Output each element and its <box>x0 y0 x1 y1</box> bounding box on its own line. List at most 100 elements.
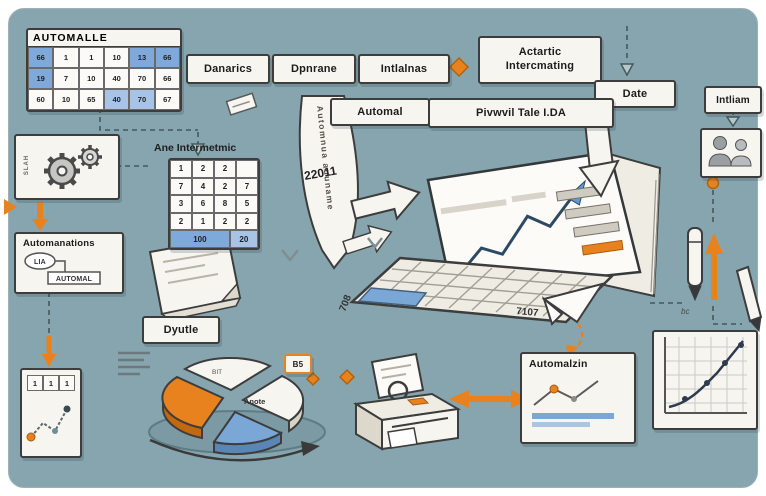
cell: 19 <box>28 68 54 89</box>
cell: 7 <box>170 177 192 196</box>
folded-paper <box>148 236 242 321</box>
cell <box>236 160 258 178</box>
laptop-right-number: 7107 <box>516 306 540 319</box>
ribbon-banner: Automnua auuname 22011 <box>298 95 359 270</box>
ribbon-number: 22011 <box>303 163 338 183</box>
automations-panel: Automanations LIA AUTOMAL <box>14 232 124 294</box>
cell: 10 <box>78 68 104 89</box>
pie-label-bit: BIT <box>212 369 222 376</box>
cell: 2 <box>214 212 236 231</box>
cell: 1 <box>43 375 59 391</box>
pie-wedge-orange <box>161 375 225 430</box>
label-box-dyutle: Dyutle <box>142 316 220 344</box>
pie-label-anote: Anote <box>244 397 265 406</box>
label-text: Intlalnas <box>380 63 428 75</box>
label-text: Dpnrane <box>290 63 338 75</box>
cell: 65 <box>78 89 104 110</box>
cell: 4 <box>192 177 214 196</box>
pivot-title-banner: Pivwvil Tale I.DA <box>428 98 614 128</box>
orange-diamond-icons <box>305 56 470 387</box>
screen-line-chart <box>460 194 575 273</box>
total-cell: 100 <box>170 230 230 248</box>
label-box-danarics: Danarics <box>186 54 270 84</box>
cell: 2 <box>192 160 214 178</box>
growth-chart-card <box>652 330 758 430</box>
stylus-pen-icon <box>687 227 703 302</box>
cell: 1 <box>170 160 192 178</box>
pie-curved-arrow <box>149 438 311 462</box>
label-text: Danarics <box>203 63 253 75</box>
flow-oval-label: LIA <box>34 259 46 266</box>
pie-wedge-top <box>182 356 273 392</box>
paper-plane-icon <box>541 282 605 326</box>
gears-panel: SLAH <box>14 134 120 200</box>
cell: 1 <box>53 47 79 68</box>
cell: 10 <box>53 89 79 110</box>
pie-curved-arrowhead <box>301 441 320 456</box>
spreadsheet-title: AUTOMALLE <box>28 30 180 47</box>
label-text: Date <box>622 88 648 100</box>
spreadsheet-panel: AUTOMALLE 66 1 1 10 13 66 19 7 10 40 70 … <box>26 28 182 112</box>
cell: 66 <box>154 68 180 89</box>
cell: 7 <box>53 68 79 89</box>
cell: 6 <box>192 195 214 213</box>
label-box-automal: Automal <box>330 98 430 126</box>
label-text: B5 <box>292 359 304 369</box>
cell: 2 <box>236 212 258 231</box>
automalzin-title: Automalzin <box>529 358 588 370</box>
flow-rect-label: AUTOMAL <box>56 276 93 283</box>
tag-icon <box>225 92 258 116</box>
orange-arrow-icons <box>4 199 723 408</box>
growth-chart <box>664 337 747 414</box>
label-text: Intercmating <box>505 60 575 72</box>
label-box-dpnrane: Dpnrane <box>272 54 356 84</box>
cell: 2 <box>214 160 236 178</box>
laptop-screen <box>426 150 642 294</box>
cell: 5 <box>236 195 258 213</box>
cell: 70 <box>129 89 155 110</box>
pie-wedge-blue <box>212 410 284 446</box>
cell: 7 <box>236 177 258 196</box>
total-cell: 20 <box>229 230 258 248</box>
cell: 3 <box>170 195 192 213</box>
tally-panel: 1 1 1 <box>20 368 82 458</box>
flow-block-arrow-icons <box>342 180 421 255</box>
gray-arrowhead-icons <box>190 63 741 157</box>
connector-lines <box>48 26 742 334</box>
label-text: Intliam <box>716 94 750 106</box>
mini-line-chart <box>532 380 614 427</box>
label-text: Dyutle <box>163 324 199 336</box>
pen-diagonal-icon <box>735 265 763 333</box>
cell: 1 <box>59 375 75 391</box>
printer <box>353 352 461 451</box>
pie-wedge-right <box>240 374 305 423</box>
automations-title: Automanations <box>23 238 95 249</box>
tally-grid: 1 1 1 <box>27 375 75 391</box>
mid-heading: Ane Intermetmic <box>154 142 237 154</box>
laptop-touchpad <box>357 287 428 307</box>
cell: 60 <box>28 89 54 110</box>
people-icon <box>708 136 752 167</box>
gear-icon <box>44 145 102 189</box>
cell: 67 <box>154 89 180 110</box>
cell: 70 <box>129 68 155 89</box>
cell: 40 <box>103 89 130 110</box>
label-text: Automal <box>357 106 403 118</box>
chevron-down-icon <box>281 249 299 263</box>
cell: 10 <box>103 47 130 68</box>
gear-note: SLAH <box>24 154 31 176</box>
people-panel <box>700 128 762 178</box>
cell: 1 <box>192 212 214 231</box>
cell: 2 <box>214 177 236 196</box>
mini-scatter-chart <box>26 405 71 442</box>
cell: 2 <box>170 212 192 231</box>
label-box-intliam: Intliam <box>704 86 762 114</box>
cell: 8 <box>214 195 236 213</box>
cell: 40 <box>103 68 130 89</box>
label-box-intlalnas: Intlalnas <box>358 54 450 84</box>
label-box-actartic: Actartic Intercmating <box>478 36 602 84</box>
mid-table: 1 2 2 7 4 2 7 3 6 8 5 2 1 2 2 <box>168 158 260 250</box>
cell: 13 <box>129 47 155 68</box>
